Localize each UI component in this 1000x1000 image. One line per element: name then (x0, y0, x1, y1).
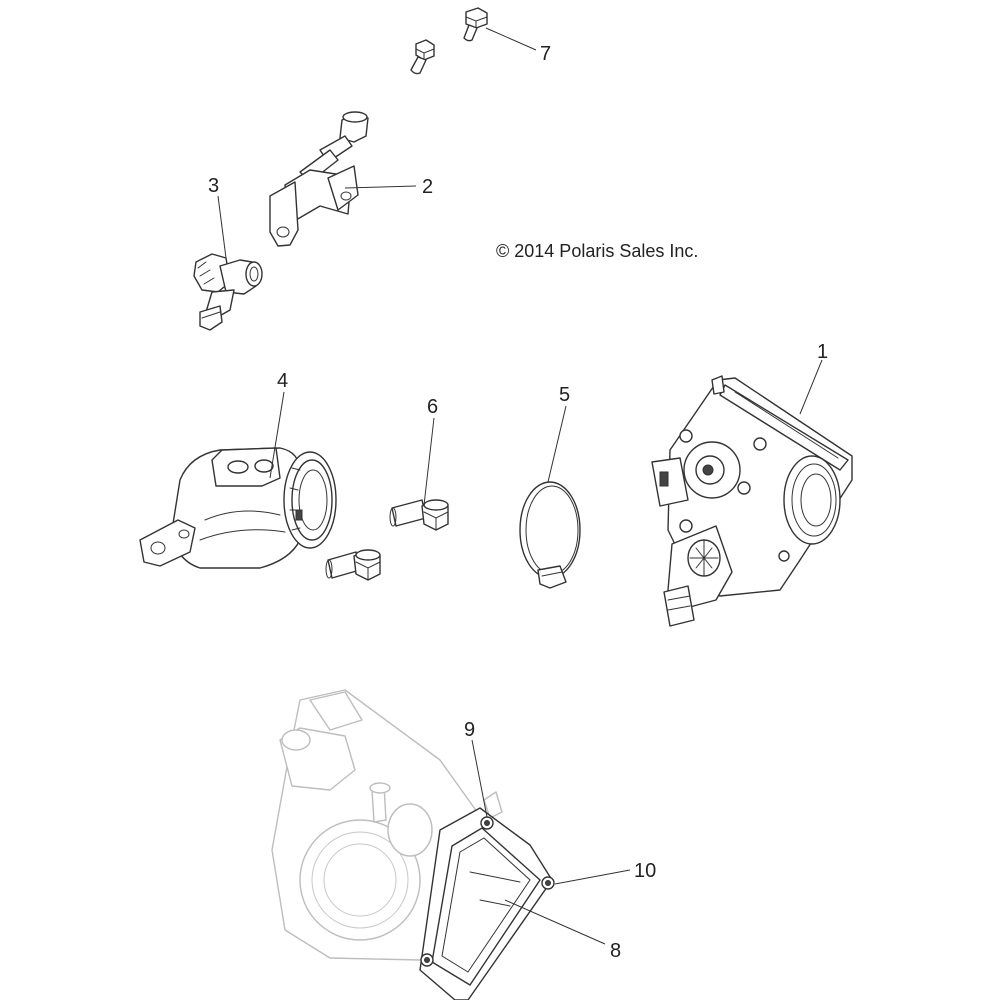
bolt-part-6-upper (389, 499, 449, 531)
copyright-notice: © 2014 Polaris Sales Inc. (496, 241, 698, 261)
leader-line-8 (504, 899, 606, 945)
intake-adapter-part-4 (139, 447, 337, 569)
callout-7: 7 (540, 43, 551, 65)
fuel-rail-part-2 (269, 111, 369, 247)
callout-1: 1 (817, 341, 828, 363)
throttle-body-part-1 (651, 375, 853, 627)
leader-line-5 (547, 405, 567, 483)
screw-part-10 (541, 876, 555, 890)
callout-10: 10 (634, 860, 656, 882)
callout-2: 2 (422, 176, 433, 198)
bolt-part-6-lower (325, 549, 381, 581)
fuel-injector-part-3 (193, 253, 263, 331)
leader-line-1 (799, 359, 823, 415)
leader-line-2 (344, 185, 417, 189)
bolt-part-7-upper (463, 7, 488, 42)
leader-line-9 (471, 739, 488, 818)
leader-line-6 (423, 417, 435, 506)
leader-line-10 (554, 869, 631, 885)
leader-line-3 (217, 195, 227, 259)
callout-9: 9 (464, 719, 475, 741)
bolt-part-7-lower (410, 39, 435, 75)
callout-5: 5 (559, 384, 570, 406)
gasket-part-8 (419, 807, 553, 1000)
callout-8: 8 (610, 940, 621, 962)
screw-lower-left (420, 953, 434, 967)
leader-line-7 (485, 27, 537, 51)
hose-clamp-part-5 (519, 481, 581, 589)
callout-6: 6 (427, 396, 438, 418)
callout-3: 3 (208, 175, 219, 197)
callout-4: 4 (277, 370, 288, 392)
leader-line-4 (269, 391, 285, 479)
screw-part-9 (480, 816, 494, 830)
leader-lines (217, 27, 823, 945)
